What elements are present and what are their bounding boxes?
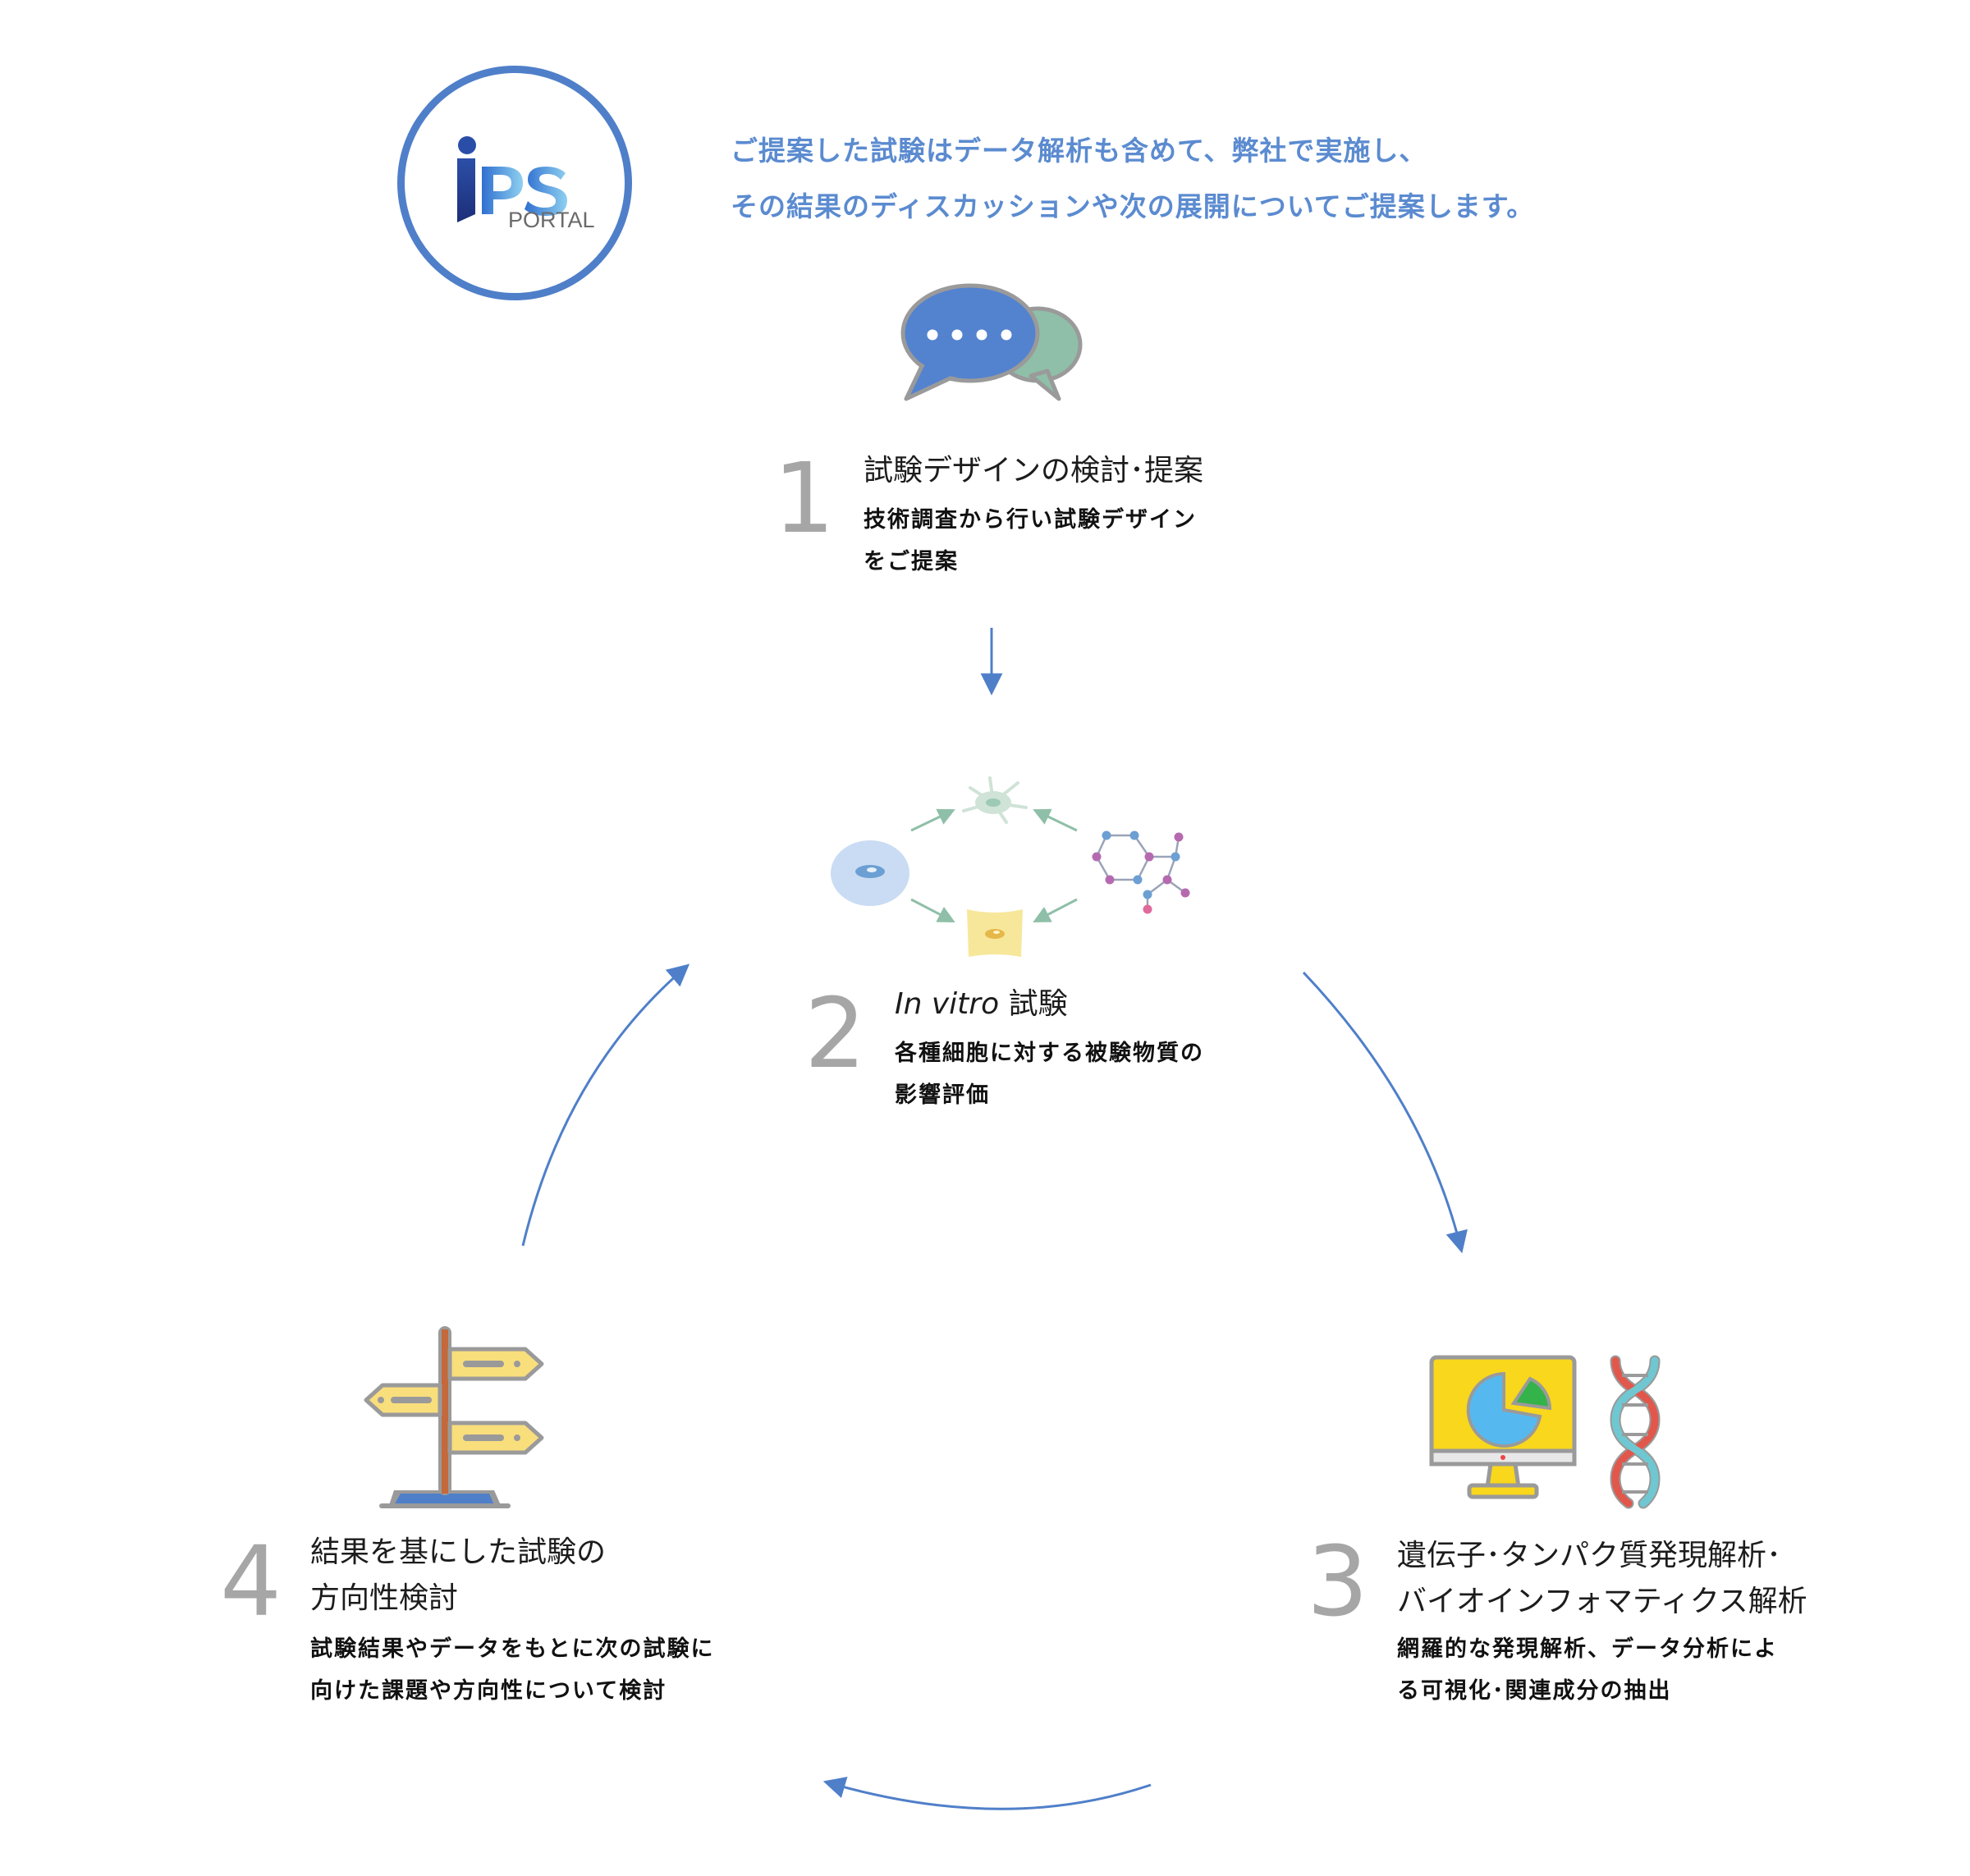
arrow-3-to-4 <box>822 1777 1152 1810</box>
step-2-desc-line-1: 各種細胞に対する被験物質の <box>895 1041 1204 1066</box>
step-3-description: 網羅的な発現解析、データ分析によ る可視化･関連成分の抽出 <box>1397 1628 1778 1712</box>
step-1-description: 技術調査から行い試験デザイン をご提案 <box>864 499 1197 583</box>
step-2-title-em: In vitro <box>895 987 1000 1021</box>
arrow-4-to-2 <box>521 963 690 1247</box>
step-4-desc-line-1: 試験結果やデータをもとに次の試験に <box>310 1636 715 1662</box>
step-3-title: 遺伝子･タンパク質発現解析･ バイオインフォマティクス解析 <box>1397 1533 1807 1625</box>
step-3-title-line-2: バイオインフォマティクス解析 <box>1397 1585 1807 1618</box>
step-4-number: 4 <box>220 1525 282 1638</box>
intro-line-1: ご提案した試験はデータ解析も含めて、弊社で実施し、 <box>731 135 1427 167</box>
step-4-title-line-2: 方向性検討 <box>310 1581 459 1615</box>
step-1-title: 試験デザインの検討･提案 <box>864 454 1204 487</box>
step-4-desc-line-2: 向けた課題や方向性について検討 <box>310 1678 667 1704</box>
logo-portal-text: PORTAL <box>508 208 595 232</box>
cells-molecule-icon <box>831 776 1190 957</box>
step-2-desc-line-2: 影響評価 <box>895 1082 990 1108</box>
step-1-desc-line-1: 技術調査から行い試験デザイン <box>864 507 1197 533</box>
ips-portal-logo: PORTAL <box>397 66 632 300</box>
step-3-desc-line-1: 網羅的な発現解析、データ分析によ <box>1397 1636 1778 1662</box>
step-1-desc-line-2: をご提案 <box>864 549 959 574</box>
speech-bubbles-icon <box>900 283 1083 401</box>
intro-text: ご提案した試験はデータ解析も含めて、弊社で実施し、 その結果のディスカッションや… <box>731 123 1716 235</box>
intro-line-2: その結果のディスカッションや次の展開についてご提案します。 <box>731 190 1535 222</box>
step-2-description: 各種細胞に対する被験物質の 影響評価 <box>895 1032 1204 1116</box>
step-3-title-line-1: 遺伝子･タンパク質発現解析･ <box>1397 1539 1782 1572</box>
step-3-desc-line-2: る可視化･関連成分の抽出 <box>1397 1678 1672 1704</box>
step-2-title: In vitro 試験 <box>895 981 1068 1027</box>
step-1-number: 1 <box>773 442 836 555</box>
monitor-dna-icon <box>1429 1355 1661 1509</box>
ips-logo-mark <box>457 136 567 222</box>
step-4-title-line-1: 結果を基にした試験の <box>310 1535 607 1569</box>
signpost-icon <box>364 1326 544 1508</box>
arrow-2-to-3 <box>1302 971 1468 1254</box>
step-2-number: 2 <box>804 977 867 1090</box>
step-4-description: 試験結果やデータをもとに次の試験に 向けた課題や方向性について検討 <box>310 1628 714 1712</box>
step-3-number: 3 <box>1307 1525 1369 1638</box>
step-2-title-text: 試験 <box>999 987 1068 1021</box>
step-4-title: 結果を基にした試験の 方向性検討 <box>310 1530 606 1622</box>
